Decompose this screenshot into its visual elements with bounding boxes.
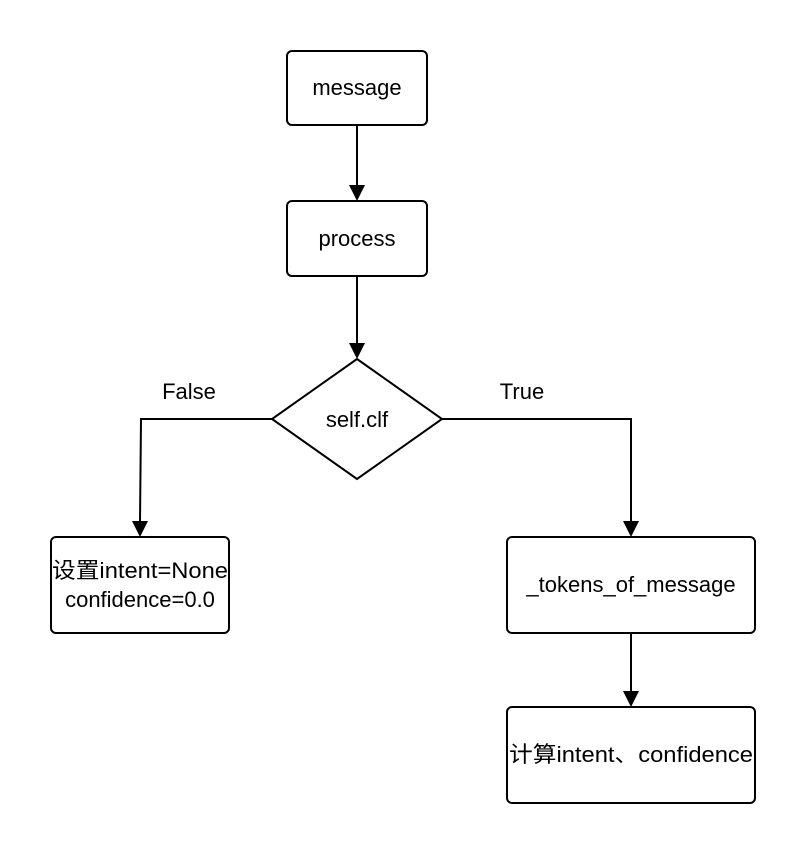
node-process: process <box>286 200 428 277</box>
edge-process-to-decision <box>349 276 365 359</box>
node-set-none-line1: 设置intent=None <box>52 558 228 583</box>
node-decision-diamond <box>270 357 444 481</box>
edge-tokens-to-compute <box>623 633 639 707</box>
node-set-none: 设置intent=None confidence=0.0 <box>50 536 230 634</box>
node-compute-box <box>506 706 756 804</box>
edge-false-branch: False <box>132 379 272 537</box>
arrowhead-icon <box>623 691 639 707</box>
node-message-label: message <box>312 75 401 100</box>
node-set-none-line2: confidence=0.0 <box>65 587 215 612</box>
node-compute: 计算intent、confidence <box>506 706 756 804</box>
node-compute-label: 计算intent、confidence <box>509 742 753 767</box>
node-message: message <box>286 50 428 126</box>
edge-true-branch-line <box>442 418 632 522</box>
node-decision-label: self.clf <box>326 407 389 432</box>
node-tokens: _tokens_of_message <box>506 536 756 634</box>
edge-true-label: True <box>500 379 544 404</box>
edge-false-branch-line <box>139 418 272 523</box>
arrowhead-icon <box>349 343 365 359</box>
edge-true-branch: True <box>442 379 639 537</box>
arrowhead-icon <box>349 185 365 201</box>
arrowhead-icon <box>132 521 148 537</box>
edge-message-to-process <box>349 125 365 201</box>
edge-false-label: False <box>162 379 216 404</box>
node-process-label: process <box>318 226 395 251</box>
arrowhead-icon <box>623 521 639 537</box>
node-decision: self.clf <box>270 357 444 481</box>
node-tokens-label: _tokens_of_message <box>525 572 735 597</box>
node-set-none-box <box>50 536 230 634</box>
